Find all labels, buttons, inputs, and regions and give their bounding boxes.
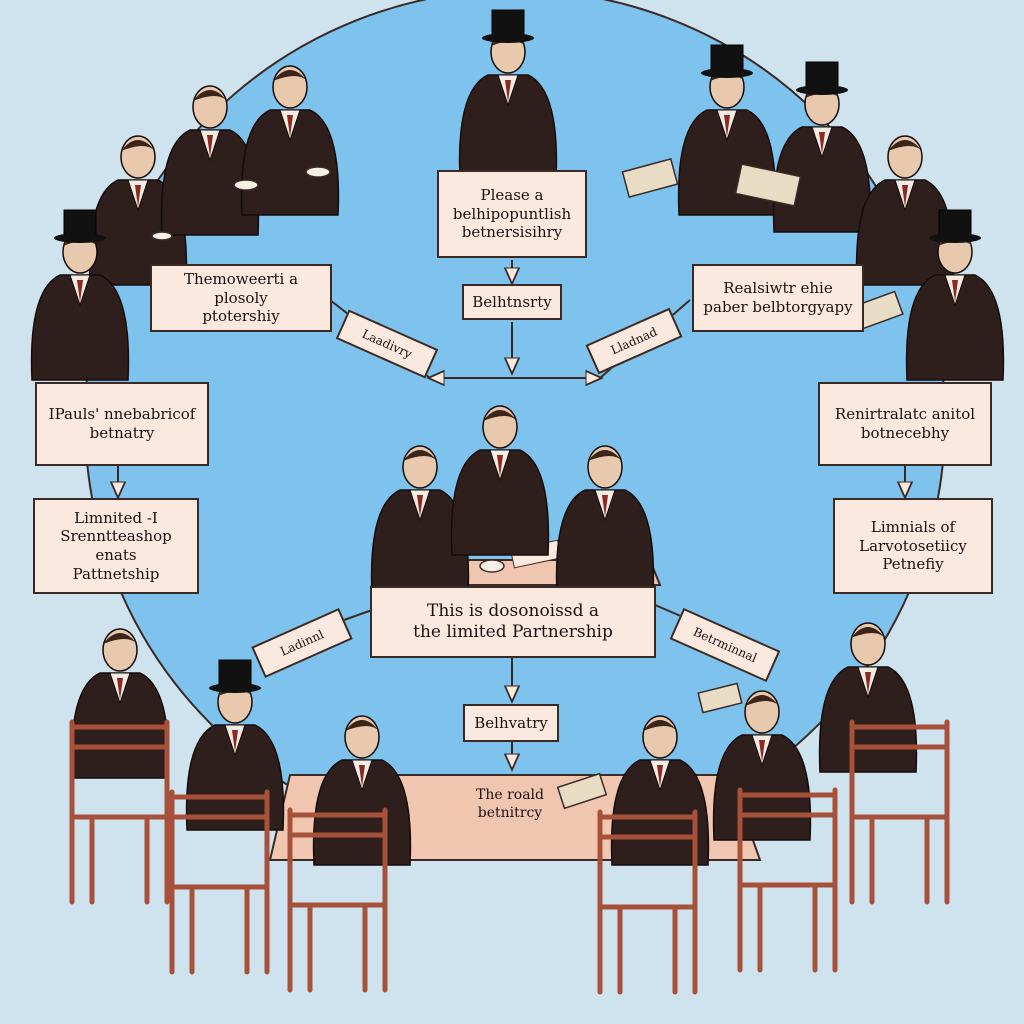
box-left-upper: Themoweerti a plosoly ptotershiy [150,264,332,332]
person-figure [905,209,1005,381]
person-figure [450,405,550,556]
box-bottom-small: Belhvatry [463,704,559,742]
chair [287,807,388,993]
top-hat-icon [482,9,534,43]
box-center: This is dosonoissd a the limited Partner… [370,586,656,658]
box-left-mid: IPauls' nnebabricof betnatry [35,382,209,466]
top-hat-icon [796,61,848,95]
people-group [30,9,1005,866]
person-figure [30,209,130,381]
chair [849,719,950,905]
chair [69,719,170,905]
top-hat-icon [54,209,106,243]
teacup-icon [151,166,505,573]
banknote-icon [556,158,904,810]
person-figure [458,9,558,181]
top-hat-icon [701,44,753,78]
chair [737,787,838,973]
table-text: The roald betnitrcy [476,787,544,822]
chair [597,809,698,995]
top-hat-icon [929,209,981,243]
person-figure [555,445,655,596]
chairs-group [69,719,950,995]
person-figure [185,659,285,831]
person-figure [240,65,340,216]
person-figure [370,445,470,596]
top-hat-icon [209,659,261,693]
box-left-lower: Limnited -I Srenntteashop enats Pattnets… [33,498,199,594]
person-figure [855,135,955,286]
box-top: Please a belhipopuntlish betnersisihry [437,170,587,258]
chair [169,789,270,975]
box-right-mid: Renirtralatc anitol botnecebhy [818,382,992,466]
box-right-lower: Limnials of Larvotosetiicy Petnefiy [833,498,993,594]
box-top-small: Belhtnsrty [462,284,562,320]
box-right-upper: Realsiwtr ehie paber belbtorgyapy [692,264,864,332]
person-figure [772,61,872,233]
